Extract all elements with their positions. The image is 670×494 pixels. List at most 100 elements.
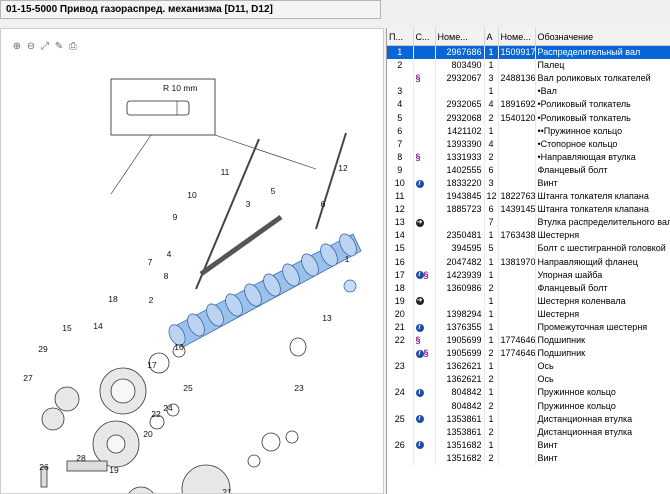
cell-pos: 3 [387, 85, 414, 99]
callout-label-18[interactable]: 18 [108, 294, 118, 304]
edit-icon[interactable]: ✎ [54, 41, 64, 52]
cell-part-number: 804842 [435, 399, 485, 413]
callout-label-10[interactable]: 10 [187, 190, 197, 200]
callout-label-25[interactable]: 25 [183, 383, 193, 393]
cell-part-number [435, 294, 485, 308]
callout-label-27[interactable]: 27 [23, 373, 33, 383]
callout-label-22[interactable]: 22 [151, 409, 161, 419]
info-icon[interactable]: i [415, 415, 424, 424]
cell-alt-number [498, 150, 536, 164]
callout-label-17[interactable]: 17 [147, 360, 157, 370]
cell-part-number: 1421102 [435, 124, 485, 138]
cell-qty: 2 [484, 111, 499, 125]
cell-part-number: 1393390 [435, 137, 485, 151]
col-qty[interactable]: А [484, 28, 499, 46]
info-icon[interactable]: i [415, 271, 424, 280]
callout-label-3[interactable]: 3 [246, 199, 251, 209]
callout-label-26[interactable]: 26 [39, 462, 49, 472]
cell-name: •Направляющая втулка [535, 150, 670, 164]
callout-label-1[interactable]: 1 [345, 254, 350, 264]
fit-icon[interactable]: ⤢ [41, 41, 49, 52]
callout-label-28[interactable]: 28 [76, 453, 86, 463]
info-icon[interactable]: i [415, 441, 424, 450]
info-icon[interactable]: i [415, 179, 424, 188]
callout-label-5[interactable]: 5 [271, 186, 276, 196]
callout-label-8[interactable]: 8 [164, 271, 169, 281]
col-alt-number[interactable]: Номе... [498, 28, 536, 46]
diagram-pane[interactable]: R 10 mm [0, 28, 384, 494]
cell-mark: i [413, 320, 436, 335]
callout-label-20[interactable]: 20 [143, 429, 153, 439]
callout-label-23[interactable]: 23 [294, 383, 304, 393]
reference-icon[interactable]: ➜ [415, 297, 424, 306]
zoom-out-icon[interactable]: ⊖ [26, 41, 36, 52]
callout-label-24[interactable]: 24 [163, 403, 173, 413]
info-icon[interactable]: i [415, 349, 424, 358]
callout-label-19[interactable]: 19 [109, 465, 119, 475]
col-number[interactable]: Номе... [435, 28, 485, 46]
callout-label-16[interactable]: 16 [174, 342, 184, 352]
callout-label-14[interactable]: 14 [93, 321, 103, 331]
col-mark[interactable]: С... [413, 28, 436, 46]
callout-label-15[interactable]: 15 [62, 323, 72, 333]
info-icon[interactable]: i [415, 323, 424, 332]
callout-label-21[interactable]: 21 [222, 487, 232, 494]
callout-label-2[interactable]: 2 [149, 295, 154, 305]
info-icon[interactable]: i [415, 389, 424, 398]
cell-qty: 4 [484, 137, 499, 151]
zoom-in-icon[interactable]: ⊕ [12, 41, 22, 52]
cell-alt-number [498, 425, 536, 439]
cell-pos: 2 [387, 59, 414, 73]
callout-label-6[interactable]: 6 [321, 199, 326, 209]
callout-label-7[interactable]: 7 [148, 257, 153, 267]
cell-qty: 1 [484, 386, 499, 400]
cell-pos: 17 [387, 268, 414, 282]
col-pos[interactable]: П... [387, 28, 414, 46]
parts-table-pane[interactable]: П... С... Номе... А Номе... Обозначение … [386, 28, 670, 494]
callout-label-12[interactable]: 12 [338, 163, 348, 173]
callout-label-4[interactable]: 4 [167, 249, 172, 259]
callout-label-11[interactable]: 11 [221, 167, 230, 177]
col-name[interactable]: Обозначение [535, 28, 670, 46]
callout-label-9[interactable]: 9 [173, 212, 178, 222]
cell-alt-number: 1540120 [498, 111, 536, 125]
callout-label-29[interactable]: 29 [38, 344, 48, 354]
reference-icon[interactable]: ➜ [415, 218, 424, 227]
cell-pos: 8 [387, 150, 414, 164]
print-icon[interactable]: ⎙ [69, 41, 77, 52]
callout-label-13[interactable]: 13 [322, 313, 332, 323]
